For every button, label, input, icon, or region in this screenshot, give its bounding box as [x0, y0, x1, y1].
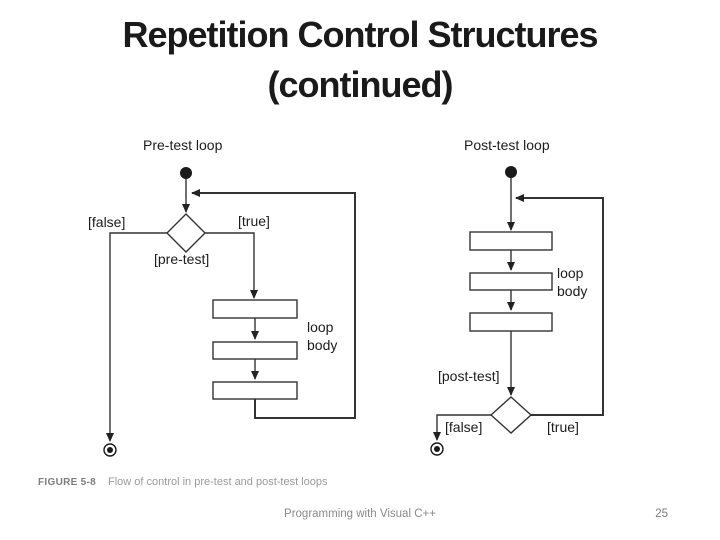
- page-number: 25: [655, 508, 668, 520]
- pretest-end-node-center-icon: [107, 447, 113, 453]
- title-line-1: Repetition Control Structures: [122, 14, 598, 55]
- posttest-condition-label: [post-test]: [438, 368, 500, 384]
- posttest-decision-diamond: [489, 396, 533, 434]
- posttest-body-box-2: [469, 272, 553, 291]
- posttest-true-label: [true]: [547, 419, 579, 435]
- pretest-false-edge: [106, 232, 167, 442]
- page-title: Repetition Control Structures (continued…: [0, 10, 720, 111]
- pretest-true-edge: [205, 232, 258, 299]
- pretest-start-node-icon: [180, 167, 192, 179]
- posttest-loop-body-label: loop body: [557, 265, 588, 299]
- pretest-condition-label: [pre-test]: [154, 251, 210, 267]
- posttest-body-box-1: [469, 231, 553, 251]
- footer-text: Programming with Visual C++: [284, 508, 436, 520]
- posttest-title-label: Post-test loop: [464, 137, 550, 153]
- posttest-false-edge: [433, 414, 491, 441]
- pretest-true-label: [true]: [238, 213, 270, 229]
- pretest-body-box-2: [212, 341, 298, 360]
- posttest-body-box-3: [469, 312, 553, 332]
- pretest-loopback-edge: [191, 189, 356, 419]
- pretest-decision-diamond: [166, 213, 206, 253]
- figure-caption-label: FIGURE 5-8: [38, 477, 97, 488]
- title-line-2: (continued): [267, 64, 454, 106]
- pretest-title-label: Pre-test loop: [143, 137, 223, 153]
- pretest-false-label: [false]: [88, 214, 126, 230]
- posttest-start-node-icon: [505, 166, 517, 178]
- posttest-loopback-edge: [515, 194, 604, 416]
- pretest-body-box-3: [212, 381, 298, 400]
- posttest-end-node-center-icon: [434, 446, 440, 452]
- pretest-loop-body-label: loop body: [307, 319, 338, 353]
- pretest-body-box-1: [212, 299, 298, 319]
- posttest-false-label: [false]: [445, 419, 483, 435]
- figure-caption-text: Flow of control in pre-test and post-tes…: [108, 476, 328, 488]
- figure-caption: FIGURE 5-8 Flow of control in pre-test an…: [38, 476, 328, 488]
